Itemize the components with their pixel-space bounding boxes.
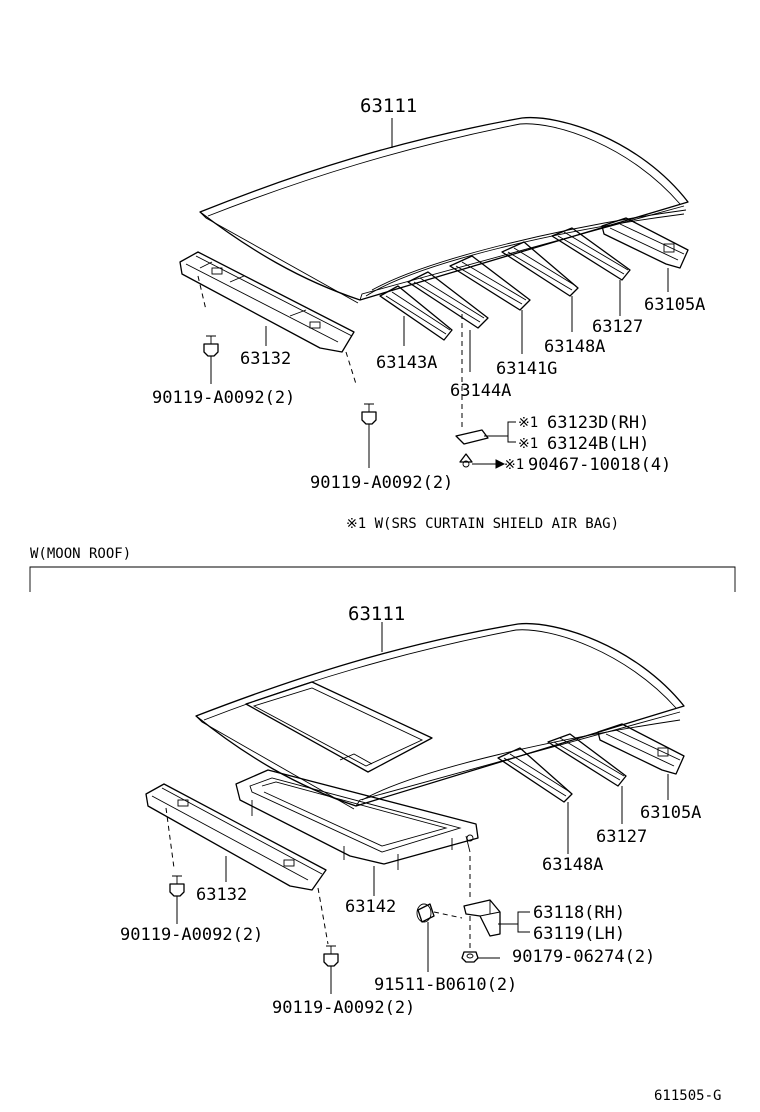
moonroof-bolt-drawing-2 (323, 945, 339, 967)
bolt-drawing-1 (203, 335, 219, 357)
moonroof-panel-drawing (195, 622, 685, 810)
label-top-bolt-1: 90119-A0092(2) (152, 388, 295, 408)
label-top-bow-e: 63127 (592, 317, 643, 337)
label-top-front-header: 63132 (240, 349, 291, 369)
bolt-drawing-2 (361, 403, 377, 425)
airbag-footnote: ※1 W(SRS CURTAIN SHIELD AIR BAG) (346, 516, 619, 532)
roof-bows-drawing (379, 217, 689, 341)
moonroof-frame-drawing (235, 769, 479, 870)
label-top-bow-d: 63148A (544, 337, 605, 357)
label-top-rear-header: 63105A (644, 295, 705, 315)
label-bottom-nut: 90179-06274(2) (512, 947, 655, 967)
label-bottom-moonroof-frame: 63142 (345, 897, 396, 917)
label-top-bow-c: 63141G (496, 359, 557, 379)
label-bottom-roof-panel: 63111 (348, 603, 405, 625)
front-header-drawing (179, 251, 357, 385)
label-top-bracket-lh: 63124B(LH) (547, 434, 649, 454)
figure-code: 611505-G (654, 1088, 721, 1104)
mark-bracket-lh: ※1 (518, 436, 538, 452)
roof-panel-drawing (199, 116, 689, 304)
moonroof-front-header-drawing (145, 783, 329, 945)
mark-clip: ※1 (504, 457, 524, 473)
label-top-bolt-2: 90119-A0092(2) (310, 473, 453, 493)
moonroof-stud-drawing (416, 903, 463, 923)
label-bottom-rear-header: 63105A (640, 803, 701, 823)
section-title: W(MOON ROOF) (30, 546, 131, 562)
top-assembly: 63111 63132 90119-A0092(2) 90119-A0092(2… (152, 95, 705, 532)
label-bottom-bolt-2: 90119-A0092(2) (272, 998, 415, 1018)
moonroof-nut-drawing (461, 951, 479, 963)
label-bottom-bow-e: 63127 (596, 827, 647, 847)
section-divider (29, 566, 736, 592)
label-top-bow-b: 63144A (450, 381, 511, 401)
airbag-bracket-drawing (455, 314, 489, 468)
top-leader-lines (210, 118, 669, 469)
moonroof-bows-drawing (497, 723, 685, 803)
label-top-clip: 90467-10018(4) (528, 455, 671, 475)
label-top-roof-panel: 63111 (360, 95, 417, 117)
label-bottom-stud: 91511-B0610(2) (374, 975, 517, 995)
bottom-leader-lines (176, 622, 669, 994)
bottom-assembly: 63111 63132 63142 63148A 63127 63105A 63… (120, 603, 701, 1018)
label-bottom-bow-d: 63148A (542, 855, 603, 875)
label-top-bracket-rh: 63123D(RH) (547, 413, 649, 433)
moonroof-bracket-drawing (463, 856, 501, 950)
label-bottom-bolt-1: 90119-A0092(2) (120, 925, 263, 945)
label-top-bow-a: 63143A (376, 353, 437, 373)
label-bottom-bracket-lh: 63119(LH) (533, 924, 625, 944)
moonroof-bolt-drawing-1 (169, 875, 185, 897)
label-bottom-front-header: 63132 (196, 885, 247, 905)
mark-bracket-rh: ※1 (518, 415, 538, 431)
label-bottom-bracket-rh: 63118(RH) (533, 903, 625, 923)
